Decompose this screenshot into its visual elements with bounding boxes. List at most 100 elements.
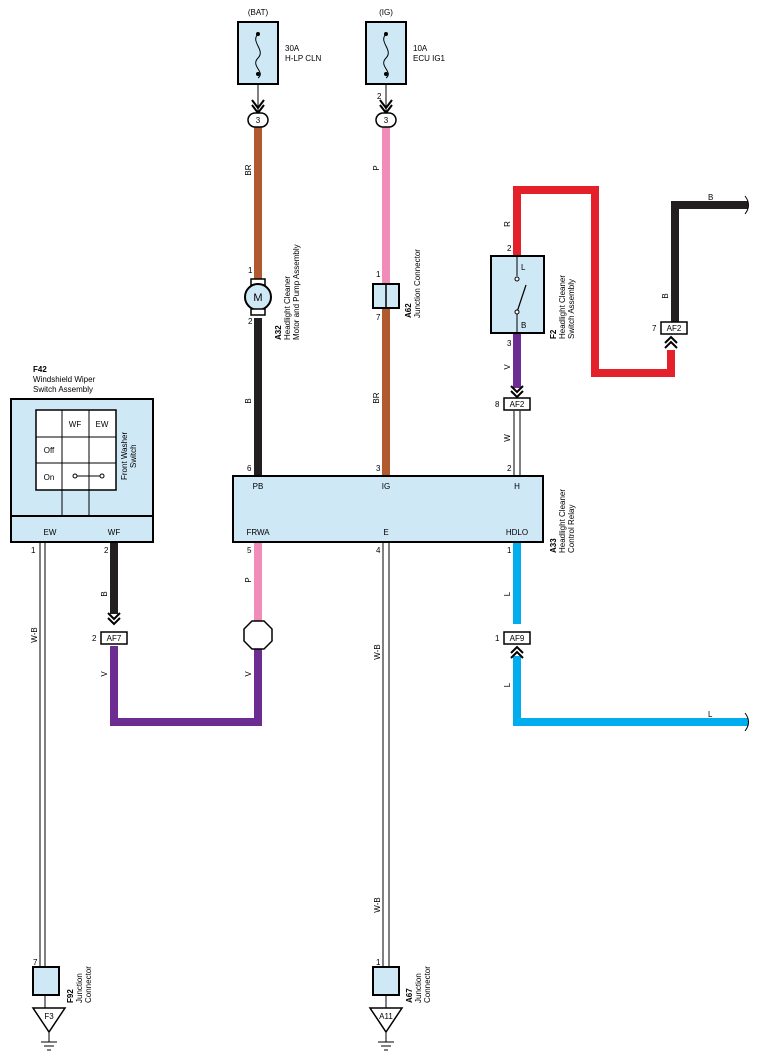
connector-af9-arrow-icon xyxy=(510,645,524,659)
wiper-side-line1: Front Washer xyxy=(120,432,129,480)
fuse-bat-icon xyxy=(255,33,261,79)
switch-f2-contact-label-top: L xyxy=(521,263,526,272)
connector-af2-right xyxy=(660,321,688,335)
wire-r xyxy=(513,186,675,377)
wire-label-p-lower: P xyxy=(244,577,253,582)
wire-end-l-icon xyxy=(744,712,749,732)
fuse-bat-node xyxy=(256,32,260,36)
connector-af2-left-pin: 8 xyxy=(495,400,500,409)
motor-pin2: 2 xyxy=(248,317,253,326)
connector-af2-left-label: AF2 xyxy=(510,400,525,409)
junction-f92-name-line2: Connector xyxy=(84,966,93,1003)
junction-a62-name: Junction Connector xyxy=(413,249,422,318)
junction-a67-name-line1: Junction xyxy=(414,973,423,1003)
connector-af2-right-pin: 7 xyxy=(652,324,657,333)
relay-pin-h: 2 xyxy=(507,464,512,473)
connector-af9-pin: 1 xyxy=(495,634,500,643)
wire-v-lower xyxy=(110,646,262,726)
wiper-pin-ew: 1 xyxy=(31,546,36,555)
ground-a11-icon xyxy=(368,1007,404,1034)
junction-a62-pin1: 1 xyxy=(376,270,381,279)
relay-pin-frwa: 5 xyxy=(247,546,252,555)
wire-label-b-right-top: B xyxy=(708,193,713,202)
ground-f3-label: F3 xyxy=(44,1012,54,1021)
switch-f2-name-line1: Headlight Cleaner xyxy=(558,275,567,339)
connector-af2-left-arrow-icon xyxy=(510,385,524,399)
fuse-bat-name: H-LP CLN xyxy=(285,54,322,63)
relay-code: A33 xyxy=(549,538,558,553)
wiper-pin-wf: 2 xyxy=(104,546,109,555)
fuse-bat-source: (BAT) xyxy=(248,8,269,17)
wire-label-br-lower: BR xyxy=(372,392,381,403)
switch-f2-pin-top: 2 xyxy=(507,244,512,253)
relay-name-line2: Control Relay xyxy=(567,505,576,553)
wire-label-wb-mid-upper: W-B xyxy=(373,644,382,659)
wire-label-wb-left: W-B xyxy=(30,627,39,642)
wiper-switch-name-line1: Windshield Wiper xyxy=(33,375,96,384)
wire-label-b-motor: B xyxy=(244,398,253,403)
wire-label-b-wf: B xyxy=(100,591,109,596)
wiper-row-on: On xyxy=(44,473,55,482)
wire-label-v-lower-right: V xyxy=(244,671,253,677)
wiper-row-off: Off xyxy=(44,446,55,455)
wire-label-b-right-vert: B xyxy=(661,293,670,298)
wiper-on-dot-ew xyxy=(99,473,105,479)
wiper-switch-name-line2: Switch Assembly xyxy=(33,385,93,394)
wiper-term-wf: WF xyxy=(108,528,121,537)
motor-pin1: 1 xyxy=(248,266,253,275)
fuse-ig-rating: 10A xyxy=(413,44,428,53)
wiper-term-ew: EW xyxy=(44,528,57,537)
splice-octagon-icon xyxy=(243,620,273,650)
connector-af7 xyxy=(100,631,128,645)
fuse-bat-rating: 30A xyxy=(285,44,300,53)
switch-f2-contact-bottom xyxy=(514,309,520,315)
motor-symbol: M xyxy=(253,292,262,304)
relay-term-frwa: FRWA xyxy=(246,528,270,537)
connector-af9-label: AF9 xyxy=(510,634,525,643)
switch-f2-pin-bottom: 3 xyxy=(507,339,512,348)
switch-f2-name-line2: Switch Assembly xyxy=(567,279,576,339)
relay-term-e: E xyxy=(383,528,388,537)
wire-label-r: R xyxy=(503,221,512,227)
junction-a67-name-line2: Connector xyxy=(423,966,432,1003)
switch-f2-blade xyxy=(516,284,527,313)
junction-a67-pin: 1 xyxy=(376,958,381,967)
wire-label-l-lower: L xyxy=(503,682,512,687)
wire-end-b-icon xyxy=(744,195,749,215)
relay-term-ig: IG xyxy=(382,482,390,491)
junction-f92-code: F92 xyxy=(66,989,75,1003)
motor-code: A32 xyxy=(274,325,283,340)
junction-f92-box xyxy=(32,966,60,996)
connector-af7-label: AF7 xyxy=(107,634,122,643)
wiper-side-line2: Switch xyxy=(129,444,138,468)
relay-a33-box xyxy=(232,475,544,543)
relay-term-hdlo: HDLO xyxy=(506,528,528,537)
wire-label-wb-mid-lower: W-B xyxy=(373,897,382,912)
wire-b-right xyxy=(671,201,748,322)
wiper-switch-code: F42 xyxy=(33,365,47,374)
relay-term-pb: PB xyxy=(253,482,264,491)
connector-af2-left xyxy=(503,397,531,411)
switch-f2-contact-label-bottom: B xyxy=(521,321,526,330)
junction-a67-box xyxy=(372,966,400,996)
relay-pin-pb: 6 xyxy=(247,464,252,473)
relay-name-line1: Headlight Cleaner xyxy=(558,489,567,553)
fuse-ig-pin: 3 xyxy=(384,116,389,125)
junction-f92-name-line1: Junction xyxy=(75,973,84,1003)
ground-f3-icon xyxy=(31,1007,67,1034)
relay-term-h: H xyxy=(514,482,520,491)
wire-label-p-upper: P xyxy=(372,165,381,170)
motor-name-line1: Headlight Cleaner xyxy=(283,276,292,340)
connector-af9 xyxy=(503,631,531,645)
wiper-on-dot-wf xyxy=(72,473,78,479)
connector-af7-arrow-icon xyxy=(107,612,121,626)
fuse-ig-icon xyxy=(383,33,389,79)
relay-pin-ig: 3 xyxy=(376,464,381,473)
relay-pin-hdlo: 1 xyxy=(507,546,512,555)
wiper-col-wf: WF xyxy=(69,420,82,429)
connector-af2-right-label: AF2 xyxy=(667,324,682,333)
motor-bottom-tab xyxy=(250,308,266,316)
fuse-bat-pin: 3 xyxy=(256,116,261,125)
junction-f92-pin: 7 xyxy=(33,958,38,967)
fuse-ig-name: ECU IG1 xyxy=(413,54,446,63)
